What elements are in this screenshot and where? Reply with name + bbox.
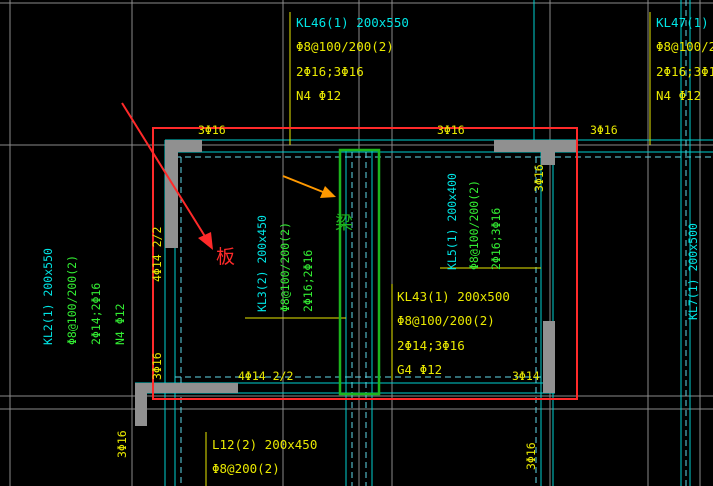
kl7-label: KL7(1) 200x500 — [686, 223, 700, 320]
kl47-name: KL47(1) — [656, 15, 709, 30]
kl47-details: Φ8@100/200( 2Φ16;3Φ16 N4 Φ12 — [656, 39, 713, 103]
column — [494, 140, 578, 165]
kl43-name: KL43(1) 200x500 — [397, 289, 510, 304]
kl3-stirrup: Φ8@100/200(2) — [278, 222, 292, 312]
kl3-name: KL3(2) 200x450 — [255, 215, 269, 312]
arrow-shaft — [121, 102, 207, 239]
rebar-left-small: 3Φ16 — [150, 352, 164, 380]
kl47-waist: N4 Φ12 — [656, 88, 701, 103]
kl47-rebar: 2Φ16;3Φ16 — [656, 64, 713, 79]
column — [543, 321, 555, 393]
kl5-rebar: 2Φ16;3Φ16 — [489, 208, 503, 270]
kl3-label: KL3(2) 200x450 Φ8@100/200(2) 2Φ16;2Φ16 — [255, 215, 315, 312]
l12-name: L12(2) 200x450 — [212, 437, 317, 452]
rebar-bottom-mid: 4Φ14 2/2 — [238, 369, 293, 383]
kl2-name: KL2(1) 200x550 — [41, 248, 55, 345]
slab-outline — [152, 127, 578, 400]
column — [135, 383, 238, 426]
leader-lines — [205, 12, 651, 486]
kl46-name: KL46(1) 200x550 — [296, 15, 409, 30]
kl46-waist: N4 Φ12 — [296, 88, 341, 103]
l12-label: L12(2) 200x450 Φ8@200(2) — [212, 437, 317, 476]
rebar-bottom-left: 3Φ16 — [115, 430, 129, 458]
kl46-label: KL46(1) 200x550 — [296, 15, 409, 30]
kl46-stirrup: Φ8@100/200(2) — [296, 39, 394, 54]
kl46-details: Φ8@100/200(2) 2Φ16;3Φ16 N4 Φ12 — [296, 39, 394, 103]
beam-label: 梁 — [335, 213, 353, 234]
beam-lines — [135, 0, 713, 486]
arrow-head — [198, 232, 213, 250]
slab-label: 板 — [216, 246, 235, 268]
kl43-rebar: 2Φ14;3Φ16 — [397, 338, 465, 353]
rebar-callouts: 3Φ16 3Φ16 3Φ16 4Φ14 2/2 3Φ14 — [198, 123, 618, 383]
kl2-rebar: 2Φ14;2Φ16 — [89, 283, 103, 345]
kl47-stirrup: Φ8@100/200( — [656, 39, 713, 54]
kl43-stirrup: Φ8@100/200(2) — [397, 313, 495, 328]
rebar-top-right: 3Φ16 — [590, 123, 618, 137]
kl2-stirrup: Φ8@100/200(2) — [65, 255, 79, 345]
kl43-label: KL43(1) 200x500 Φ8@100/200(2) 2Φ14;3Φ16 … — [397, 289, 510, 377]
kl46-rebar: 2Φ16;3Φ16 — [296, 64, 364, 79]
kl43-waist: G4 Φ12 — [397, 362, 442, 377]
rebar-right-col: 3Φ16 — [532, 164, 546, 192]
arrow-head — [320, 186, 336, 198]
kl2-waist: N4 Φ12 — [113, 303, 127, 345]
beam-outline — [338, 148, 381, 396]
rebar-bottom-right: 3Φ14 — [512, 369, 540, 383]
arrow-icon — [282, 175, 336, 198]
rebar-bottom-right-col: 3Φ16 — [524, 442, 538, 470]
kl2-label: KL2(1) 200x550 Φ8@100/200(2) 2Φ14;2Φ16 N… — [41, 248, 127, 345]
rebar-top-left: 3Φ16 — [198, 123, 226, 137]
kl5-name: KL5(1) 200x400 — [445, 173, 459, 270]
rebar-left-col: 4Φ14 2/2 — [150, 227, 164, 282]
kl7-name: KL7(1) 200x500 — [686, 223, 700, 320]
rebar-vertical-callouts: 3Φ16 4Φ14 2/2 3Φ16 3Φ16 3Φ16 — [115, 164, 546, 470]
columns — [135, 140, 578, 426]
kl3-rebar: 2Φ16;2Φ16 — [301, 250, 315, 312]
arrow-shaft — [282, 175, 324, 193]
rebar-top-mid: 3Φ16 — [437, 123, 465, 137]
column — [165, 140, 202, 248]
kl5-stirrup: Φ8@100/200(2) — [467, 180, 481, 270]
dashed-lines — [175, 0, 713, 486]
l12-stirrup: Φ8@200(2) — [212, 461, 280, 476]
kl5-label: KL5(1) 200x400 Φ8@100/200(2) 2Φ16;3Φ16 — [445, 173, 503, 270]
arrow-icon — [121, 102, 213, 250]
